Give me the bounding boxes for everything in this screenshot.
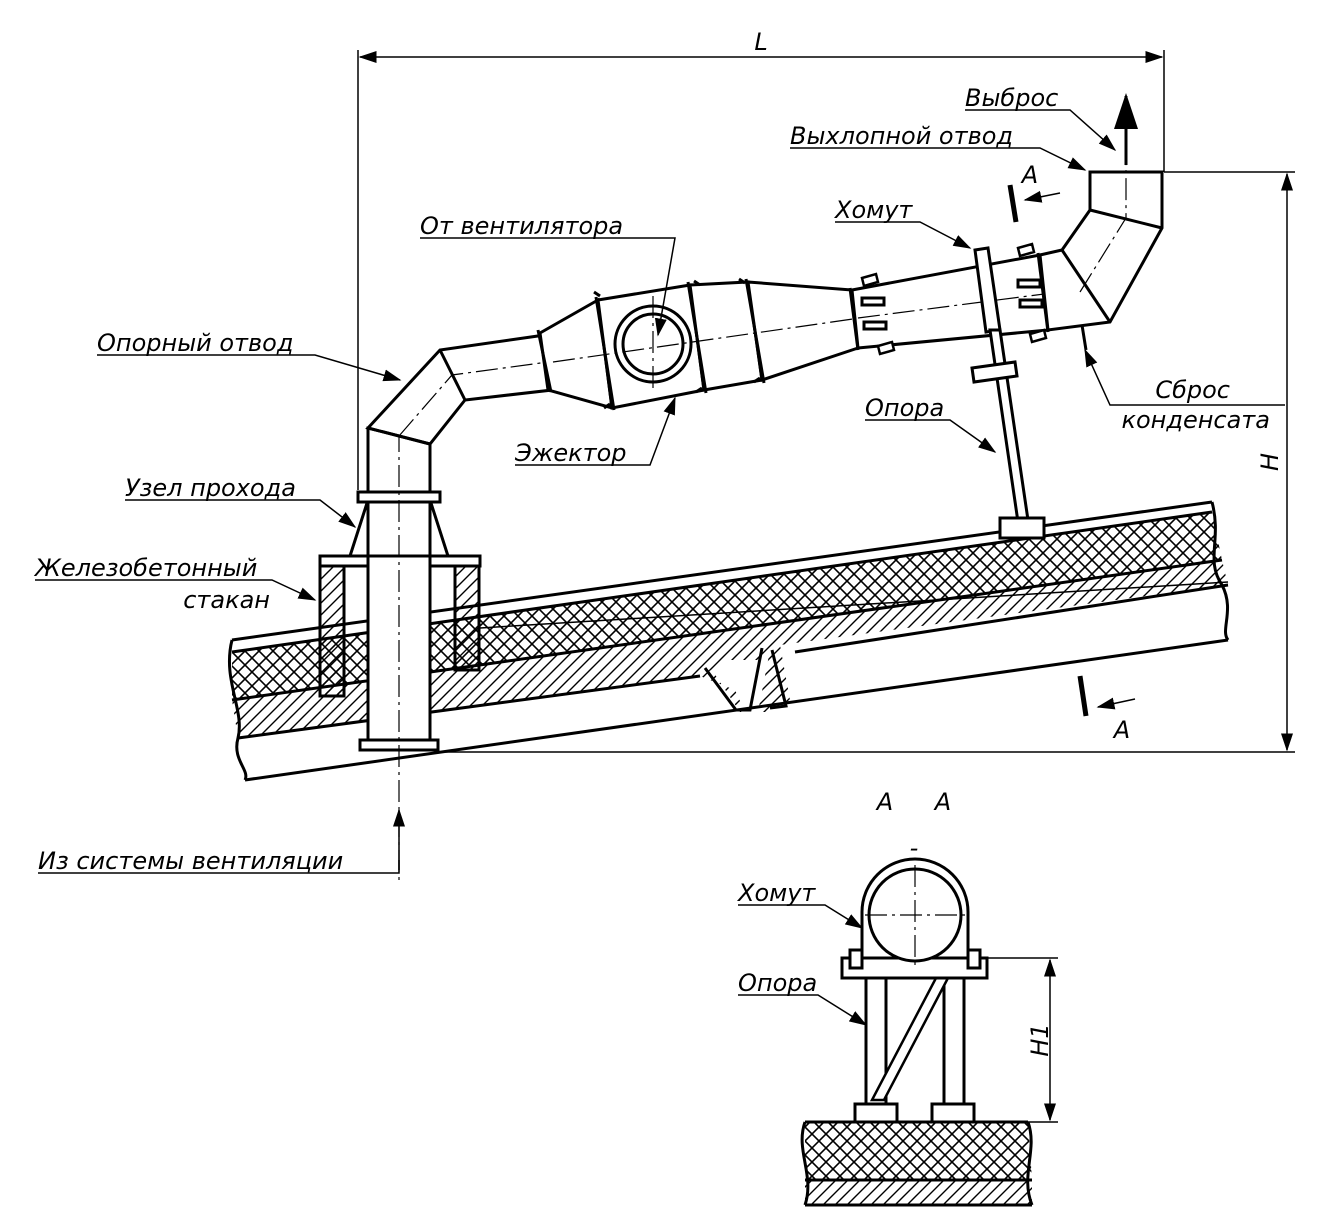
- pass-through-node: [347, 426, 451, 880]
- support-post: [970, 246, 1046, 540]
- dimension-L: [357, 50, 1165, 490]
- concrete-cup: [318, 554, 482, 698]
- ejector: [536, 277, 861, 411]
- dimension-H: [440, 171, 1295, 753]
- label-H: H: [1256, 453, 1284, 471]
- exhaust-elbow: [1038, 130, 1164, 351]
- support-elbow: [365, 333, 554, 446]
- label-homut-section: Хомут: [736, 879, 816, 907]
- label-vybros: Выброс: [965, 84, 1058, 112]
- label-section-A-bottom: A: [1112, 716, 1130, 744]
- label-opora: Опора: [865, 394, 944, 422]
- section-cut-bottom: [1077, 675, 1136, 717]
- leaders: [35, 109, 1285, 874]
- label-vyhlopnoy-otvod: Выхлопной отвод: [790, 122, 1013, 150]
- label-ezhektor: Эжектор: [514, 439, 627, 467]
- section-title-right: A: [933, 788, 951, 816]
- label-uzel-prohoda: Узел прохода: [125, 474, 296, 502]
- label-iz-sistemy: Из системы вентиляции: [38, 847, 343, 875]
- label-sbros-1: Сброс: [1155, 376, 1230, 404]
- label-opora-section: Опора: [738, 969, 817, 997]
- label-section-A-top: A: [1020, 161, 1038, 189]
- label-zhb-1: Железобетонный: [33, 554, 257, 582]
- section-title-left: A: [875, 788, 893, 816]
- label-L: L: [754, 28, 767, 56]
- label-zhb-2: стакан: [183, 586, 270, 614]
- label-H1: H1: [1026, 1023, 1054, 1056]
- section-A-A: [738, 857, 1058, 1207]
- label-opornyy-otvod: Опорный отвод: [97, 329, 293, 357]
- label-ot-ventilyatora: От вентилятора: [420, 212, 623, 240]
- label-sbros-2: конденсата: [1121, 406, 1270, 434]
- section-title-dash: -: [910, 834, 919, 862]
- label-homut: Хомут: [833, 196, 913, 224]
- section-cut-top: [1007, 184, 1061, 223]
